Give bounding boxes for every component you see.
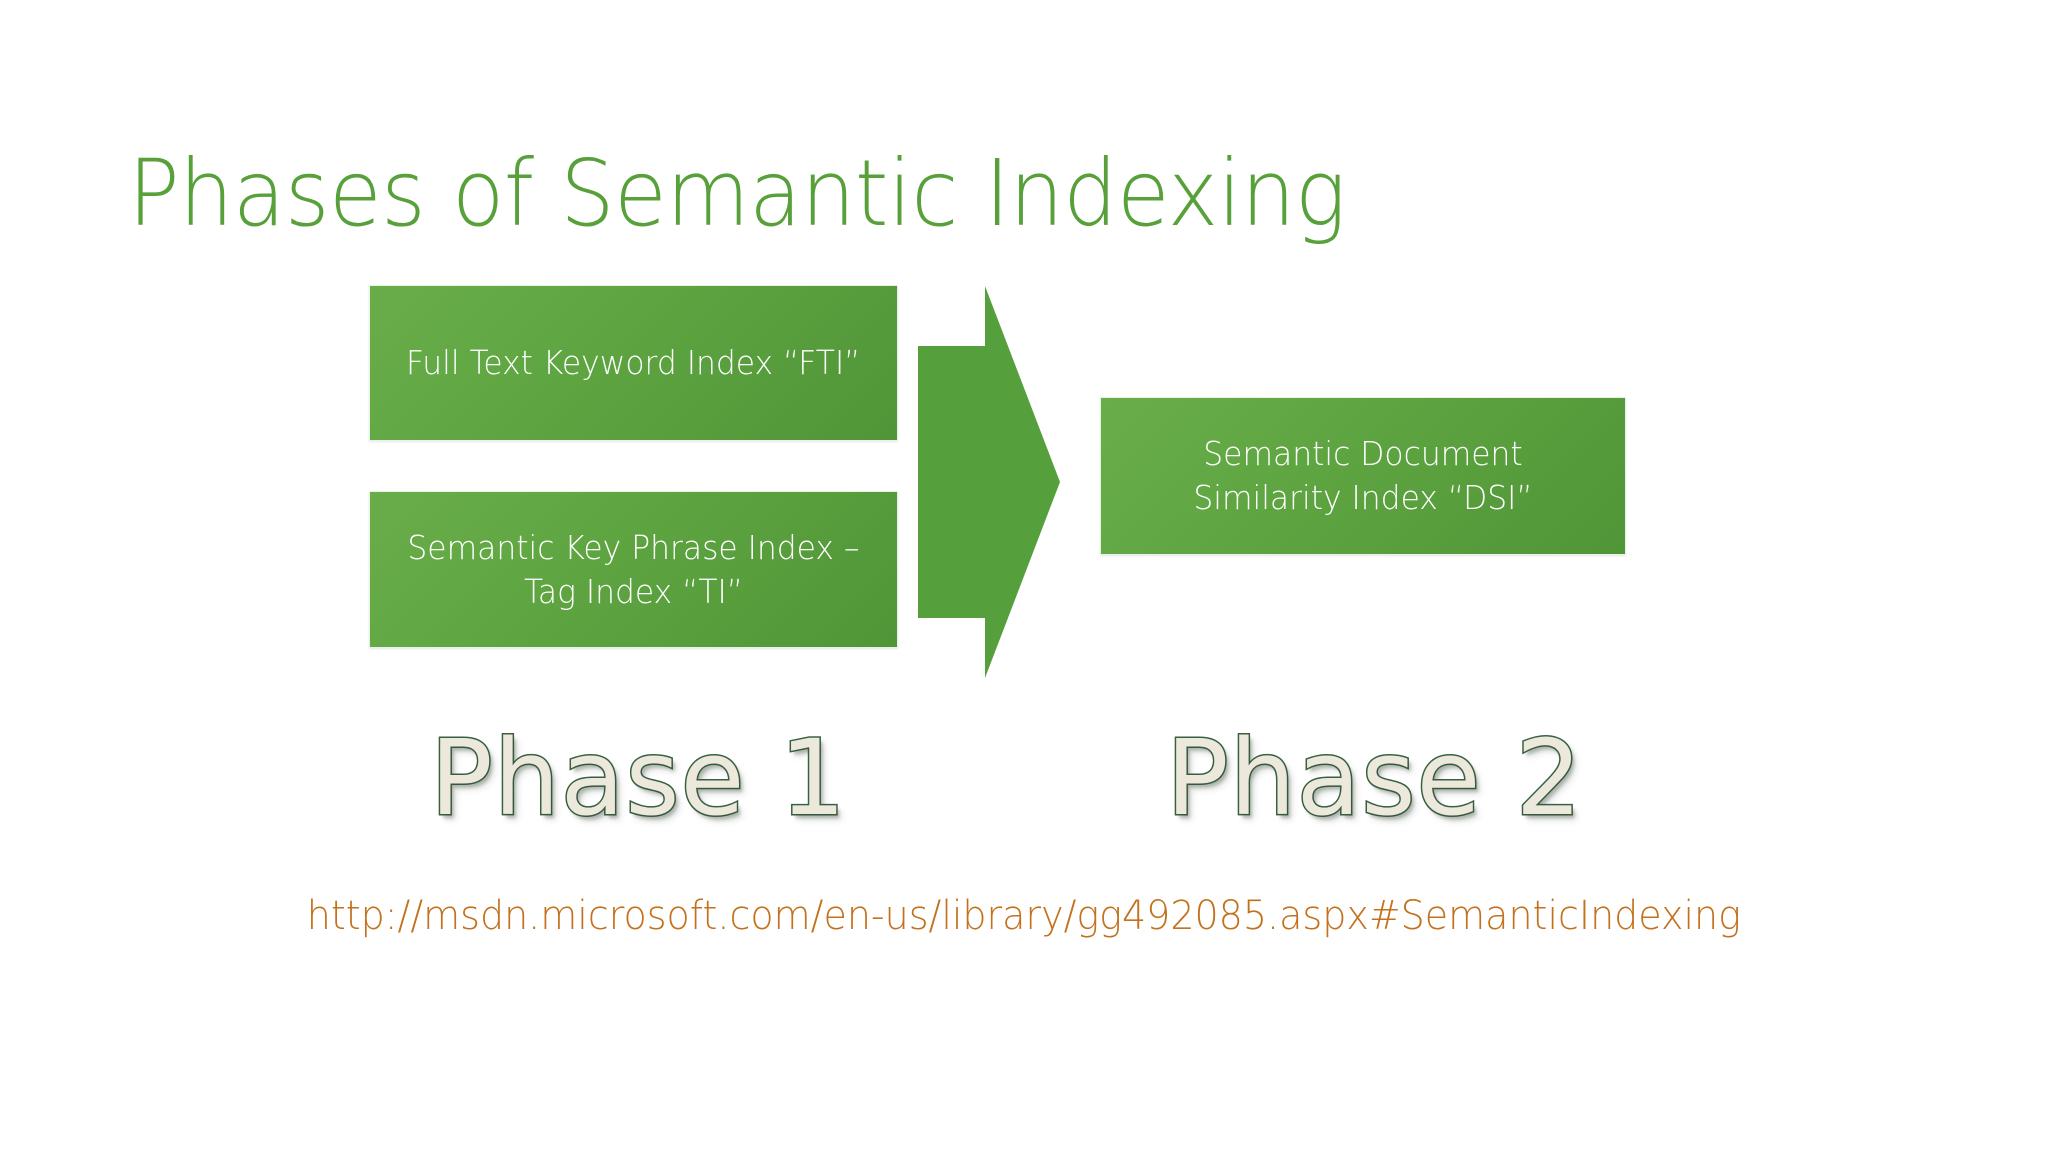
arrow-polygon: [918, 286, 1060, 678]
right-arrow-icon: [918, 286, 1060, 678]
process-box-fti-label: Full Text Keyword Index “FTI”: [406, 343, 861, 383]
process-box-dsi-label: Semantic Document Similarity Index “DSI”: [1193, 434, 1533, 517]
source-url-text: http://msdn.microsoft.com/en-us/library/…: [306, 893, 1742, 939]
phase-2-label: Phase 2: [1165, 717, 1584, 839]
process-box-fti[interactable]: Full Text Keyword Index “FTI”: [369, 285, 898, 441]
process-box-dsi[interactable]: Semantic Document Similarity Index “DSI”: [1100, 397, 1626, 555]
page-title: Phases of Semantic Indexing: [128, 140, 1346, 247]
right-arrow-shape: [918, 286, 1060, 678]
process-box-ti-label: Semantic Key Phrase Index – Tag Index “T…: [407, 527, 860, 611]
phase-1-label: Phase 1: [429, 717, 848, 839]
source-url-link[interactable]: http://msdn.microsoft.com/en-us/library/…: [0, 893, 2048, 939]
process-box-ti[interactable]: Semantic Key Phrase Index – Tag Index “T…: [369, 491, 898, 648]
